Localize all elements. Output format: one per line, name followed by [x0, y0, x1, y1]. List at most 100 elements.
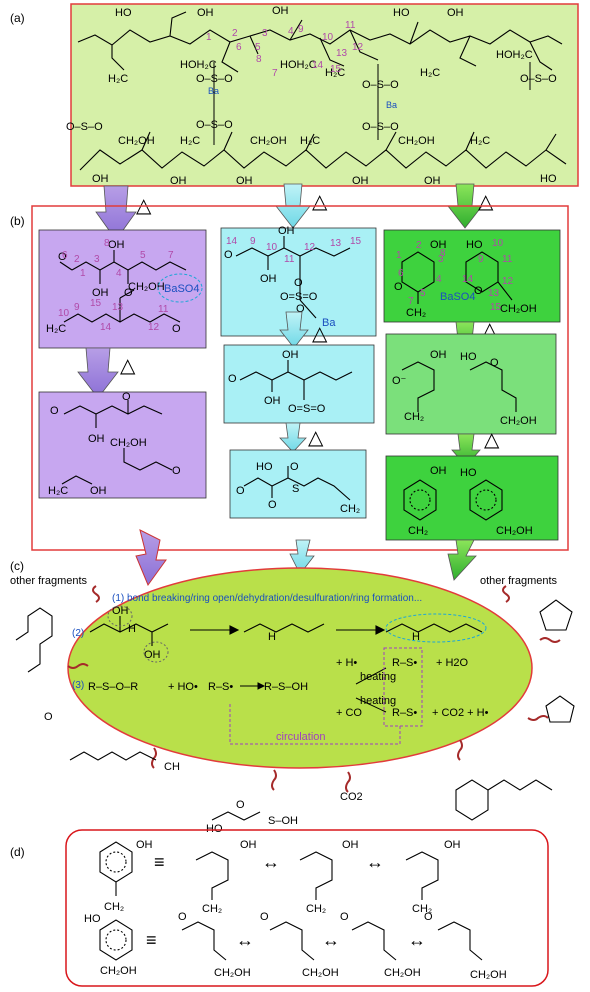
svg-text:6: 6 [398, 268, 404, 279]
svg-text:HO: HO [84, 913, 101, 925]
svg-text:HO: HO [540, 173, 557, 185]
svg-text:3: 3 [438, 254, 444, 265]
svg-text:O: O [490, 357, 499, 369]
svg-text:CH₂OH: CH₂OH [398, 135, 435, 147]
svg-text:O–S–O: O–S–O [362, 79, 399, 91]
svg-text:CH₂OH: CH₂OH [250, 135, 287, 147]
arrow-cyan-2 [279, 422, 307, 453]
svg-text:H₂C: H₂C [46, 323, 66, 335]
oh-a3: OH [272, 5, 289, 17]
svg-text:O–S–O: O–S–O [196, 73, 233, 85]
svg-text:S: S [292, 483, 299, 495]
svg-text:CH₂OH: CH₂OH [496, 525, 533, 537]
svg-text:OH: OH [444, 839, 461, 851]
svg-text:7: 7 [272, 68, 278, 79]
svg-text:R–S•: R–S• [392, 657, 417, 669]
sulfate-bridges [213, 62, 531, 145]
svg-text:3: 3 [94, 254, 100, 265]
svg-text:CH₂: CH₂ [202, 903, 222, 915]
panel-c-label: (c) [10, 559, 24, 573]
co-radical: + CO [336, 707, 362, 719]
svg-text:OH: OH [430, 465, 447, 477]
oh-a2: OH [197, 7, 214, 19]
svg-text:OH: OH [352, 175, 369, 187]
heat-b5: △ [484, 429, 500, 451]
svg-text:OH: OH [108, 239, 125, 251]
svg-text:CH₂: CH₂ [406, 307, 426, 319]
svg-text:2: 2 [416, 240, 422, 251]
svg-text:CH₂OH: CH₂OH [214, 967, 251, 979]
svg-text:HO: HO [466, 239, 483, 251]
svg-text:OH: OH [282, 349, 299, 361]
svg-text:3: 3 [262, 28, 268, 39]
svg-text:O–S–O: O–S–O [362, 121, 399, 133]
svg-text:12: 12 [304, 242, 316, 253]
svg-text:R–S–O–R: R–S–O–R [88, 681, 138, 693]
hoh2c-a1: HOH₂C [180, 59, 217, 71]
svg-text:O: O [44, 711, 53, 723]
svg-text:OH: OH [90, 485, 107, 497]
svg-text:13: 13 [330, 238, 342, 249]
svg-text:H: H [412, 631, 420, 643]
svg-text:14: 14 [462, 274, 474, 285]
svg-text:OH: OH [430, 349, 447, 361]
baso4-purple: BaSO4 [164, 283, 199, 295]
svg-text:1: 1 [396, 250, 402, 261]
svg-text:15: 15 [330, 64, 342, 75]
svg-text:15: 15 [350, 236, 362, 247]
svg-text:HO: HO [460, 351, 477, 363]
svg-text:O: O [178, 911, 187, 923]
step-1-text: (1) bond breaking/ring open/dehydration/… [112, 593, 422, 604]
svg-text:OH: OH [236, 175, 253, 187]
panel-c-ellipse [67, 567, 533, 769]
svg-text:11: 11 [284, 254, 295, 265]
fragment-squiggles [67, 585, 561, 793]
svg-text:O: O [124, 287, 133, 299]
svg-text:O: O [424, 911, 433, 923]
polymer-chain-top [77, 11, 563, 73]
svg-text:R–S•: R–S• [392, 707, 417, 719]
svg-text:13: 13 [112, 302, 124, 313]
reson-bot-1: ↔ [236, 930, 254, 950]
reson-top-1: ↔ [262, 852, 280, 872]
green-box-2 [385, 333, 557, 435]
svg-text:O: O [296, 303, 305, 315]
svg-text:6: 6 [62, 250, 68, 261]
svg-text:9: 9 [250, 236, 256, 247]
green-box-3 [385, 455, 559, 541]
ba-top-right: Ba [386, 100, 397, 110]
svg-text:7: 7 [168, 250, 174, 261]
svg-text:O–S–O: O–S–O [520, 73, 557, 85]
h-radical: + H• [336, 657, 357, 669]
oh-a1: HO [115, 7, 132, 19]
panel-a-label: (a) [10, 11, 25, 25]
acid-o: O [236, 799, 245, 811]
equiv-bottom: ≡ [146, 930, 157, 950]
ho-radical: + HO• [168, 681, 198, 693]
svg-text:O–S–O: O–S–O [66, 121, 103, 133]
svg-text:R–S•: R–S• [208, 681, 233, 693]
reson-top-2: ↔ [366, 852, 384, 872]
so3h: S–OH [268, 815, 298, 827]
svg-text:11: 11 [345, 20, 356, 31]
svg-text:5: 5 [255, 42, 261, 53]
co2-h: + CO2 + H• [432, 707, 489, 719]
step-2-label: (2) [72, 628, 84, 639]
svg-text:9: 9 [478, 254, 484, 265]
svg-text:6: 6 [236, 42, 242, 53]
svg-text:H: H [268, 631, 276, 643]
svg-text:2: 2 [232, 28, 238, 39]
svg-text:HO: HO [256, 461, 273, 473]
svg-text:12: 12 [148, 322, 160, 333]
svg-text:O: O [236, 485, 245, 497]
svg-text:OH: OH [240, 839, 257, 851]
svg-text:OH: OH [424, 175, 441, 187]
svg-text:O–S–O: O–S–O [196, 119, 233, 131]
svg-text:H₂C: H₂C [180, 135, 200, 147]
svg-text:OH: OH [136, 839, 153, 851]
svg-text:14: 14 [312, 60, 324, 71]
arrow-a-to-purple [95, 185, 137, 241]
heat-b1: △ [120, 355, 136, 377]
h2c-a1: H₂C [108, 73, 128, 85]
h2c-a3: H₂C [420, 67, 440, 79]
